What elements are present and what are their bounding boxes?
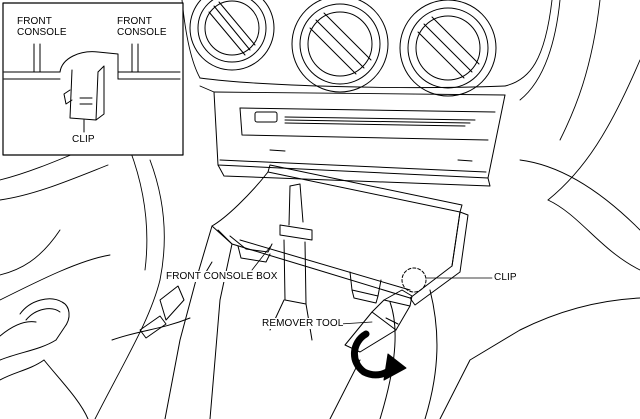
- inset-label-clip: CLIP: [72, 134, 95, 145]
- label-remover-tool: REMOVER TOOL: [262, 318, 344, 329]
- air-vent-center: [291, 0, 389, 93]
- bottle: [0, 298, 89, 419]
- curved-arrow-icon: [351, 330, 407, 381]
- inset-detail: [3, 43, 181, 133]
- inset-label-front-console-left: FRONT CONSOLE: [17, 16, 67, 38]
- leader-lines: [251, 246, 493, 325]
- audio-unit: [213, 91, 506, 187]
- inset-label-front-console-right: FRONT CONSOLE: [117, 16, 167, 38]
- leader-remover-tool: [339, 321, 373, 325]
- label-clip: CLIP: [494, 272, 517, 283]
- air-vent-right: [399, 0, 497, 97]
- front-console-box: [211, 164, 469, 306]
- clip-marker-circle: [401, 267, 427, 293]
- air-vent-left: [189, 0, 275, 71]
- leader-front-console-box: [251, 246, 271, 271]
- label-front-console-box: FRONT CONSOLE BOX: [166, 271, 278, 282]
